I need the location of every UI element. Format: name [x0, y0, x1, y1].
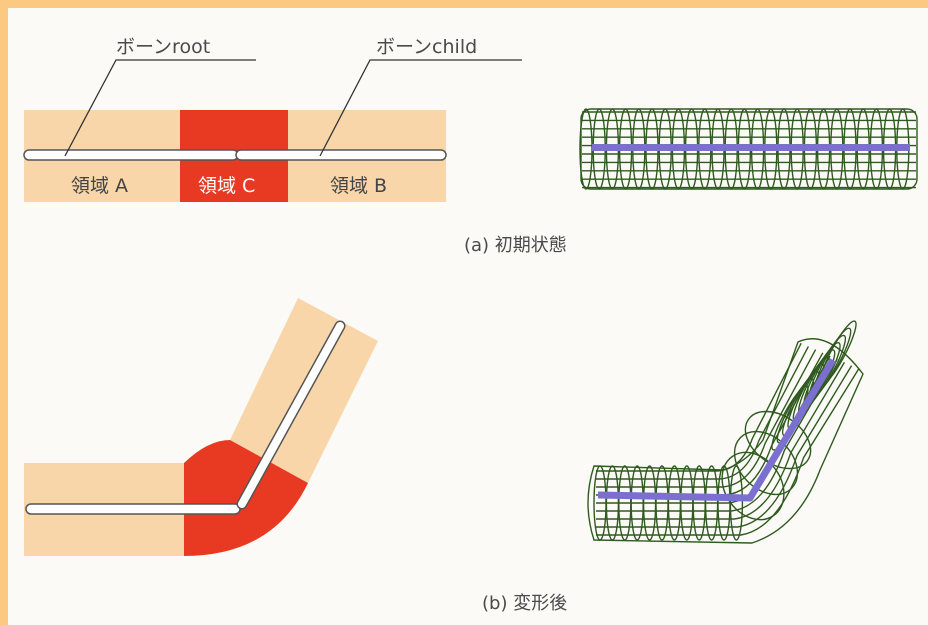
bone-root [23, 149, 239, 161]
deformed-mesh-bone [597, 358, 836, 502]
deformed-bone-child [238, 322, 344, 508]
caption-deformed: (b) 変形後 [482, 593, 567, 614]
region-b-label: 領域 B [330, 175, 387, 197]
mesh-line [596, 362, 846, 520]
deformed-wireframe-mesh [587, 320, 864, 544]
caption-initial: (a) 初期状態 [464, 235, 567, 256]
initial-bar-diagram: ボーンroot ボーンchild 領域 A 領域 C 領域 B [23, 36, 522, 202]
mesh-line [596, 346, 810, 480]
mesh-ring [744, 410, 812, 470]
deformed-bone-root [25, 503, 241, 515]
mesh-line [596, 368, 860, 536]
mesh-line [596, 352, 824, 496]
mesh-line [596, 365, 853, 528]
figure-svg: ボーンroot ボーンchild 領域 A 領域 C 領域 B (a) 初期状態… [23, 36, 918, 614]
bone-child-leader [319, 59, 522, 157]
bone-child [235, 149, 447, 161]
initial-mesh-bone [592, 144, 910, 151]
bone-root-leader [64, 59, 256, 157]
region-c-label: 領域 C [198, 175, 255, 197]
mesh-line [596, 349, 817, 488]
bone-child-label: ボーンchild [376, 36, 477, 58]
mesh-line [596, 358, 838, 512]
region-a-label: 領域 A [71, 175, 128, 197]
mesh-line [596, 342, 802, 472]
deformed-bar-diagram [24, 298, 378, 556]
figure: ボーンroot ボーンchild 領域 A 領域 C 領域 B (a) 初期状態… [8, 8, 928, 625]
bone-root-label: ボーンroot [116, 36, 210, 58]
